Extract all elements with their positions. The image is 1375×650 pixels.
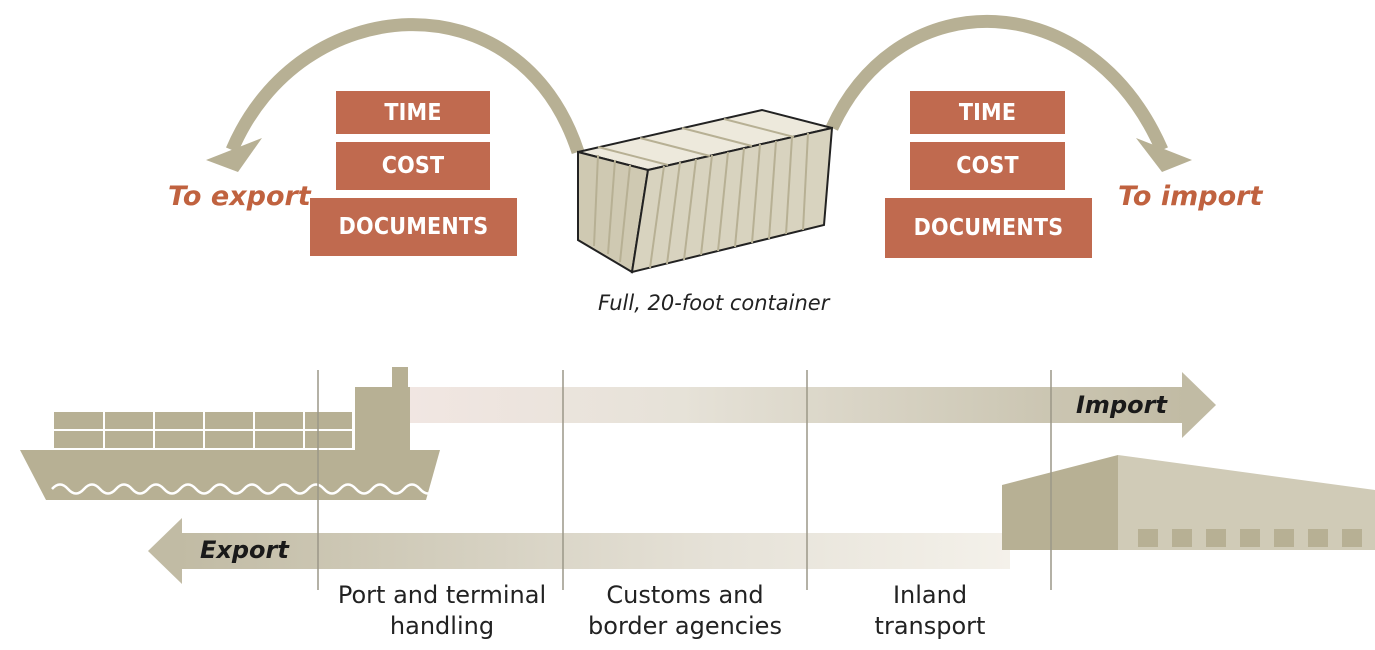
stage-dividers [317, 370, 1052, 590]
stage-customs-border: Customs and border agencies [565, 580, 805, 642]
export-documents-box: DOCUMENTS [310, 198, 517, 256]
stage-label-line2: handling [389, 612, 495, 640]
ship-icon [20, 367, 440, 500]
import-time-box: TIME [910, 91, 1065, 134]
stage-label-line2: transport [874, 612, 986, 640]
stage-inland-transport: Inland transport [810, 580, 1050, 642]
import-curve-arrow [826, 15, 1192, 172]
export-flow-label: Export [200, 536, 289, 564]
warehouse-icon [1002, 455, 1375, 550]
container-icon [577, 108, 834, 274]
to-import-label: To import [1118, 181, 1263, 212]
export-cost-box: COST [336, 142, 490, 190]
stage-label-line1: Port and terminal [337, 581, 547, 609]
stage-port-terminal: Port and terminal handling [322, 580, 562, 642]
stage-label-line1: Customs and [606, 581, 764, 609]
import-documents-box: DOCUMENTS [885, 198, 1092, 258]
import-flow-label: Import [1076, 391, 1167, 419]
import-flow-arrow [410, 372, 1216, 438]
export-time-box: TIME [336, 91, 490, 134]
container-caption: Full, 20-foot container [598, 291, 830, 315]
to-export-label: To export [168, 181, 311, 212]
export-curve-arrow [206, 18, 585, 172]
import-cost-box: COST [910, 142, 1065, 190]
stage-label-line1: Inland [892, 581, 968, 609]
stage-label-line2: border agencies [588, 612, 782, 640]
